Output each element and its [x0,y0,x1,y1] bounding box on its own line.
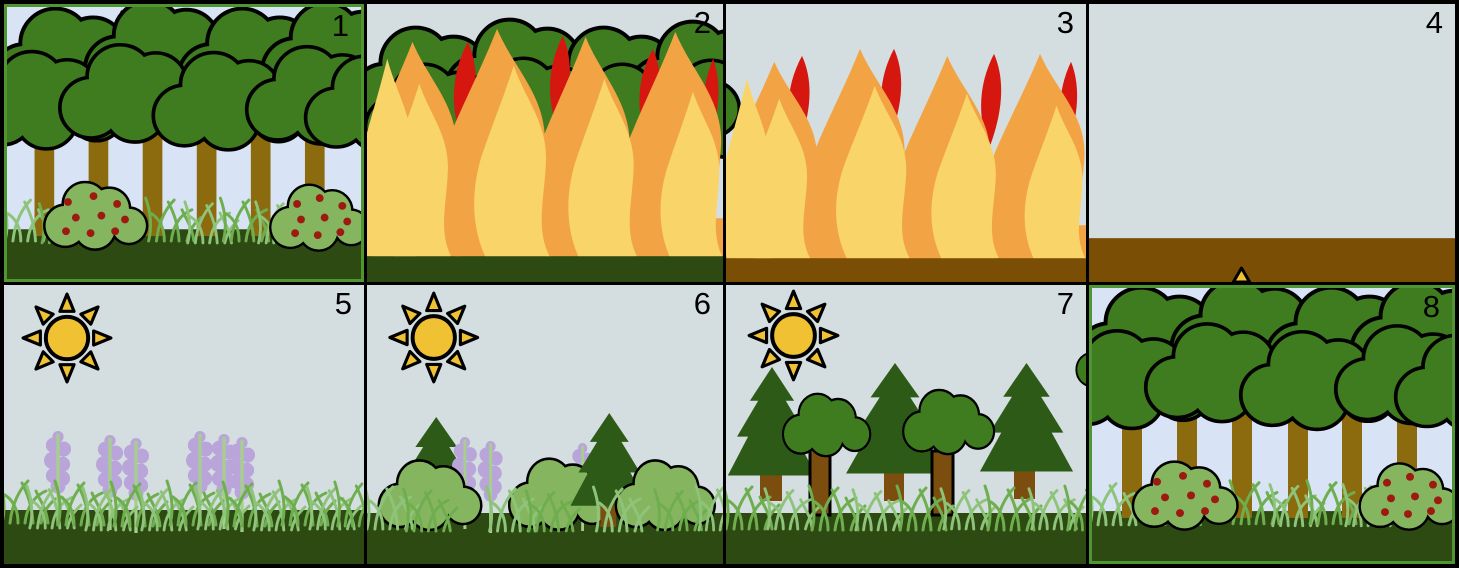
panel-5-pioneer-plants: 5 [4,285,364,564]
sun-icon [747,289,840,382]
berry-bush [271,186,361,250]
ground [726,513,1086,564]
panel-7-scene [726,289,1086,564]
panel-number: 1 [331,8,349,43]
panel-6-scene [367,291,723,564]
panel-6-shrubs: 6 [367,285,723,564]
sunray-tip [1231,266,1252,282]
tree-canopy [1092,288,1452,429]
panel-1-scene [7,7,361,279]
panel-number: 2 [693,5,711,40]
tree-canopy-edge [1075,333,1086,390]
panel-5-scene [4,292,364,564]
berry-bush [46,183,146,248]
tree-canopy [7,7,361,149]
panel-4-scene [1089,238,1455,282]
berry-bush [1134,463,1236,528]
berry-bush [1361,465,1452,529]
sun-icon [21,292,113,384]
panel-number: 8 [1422,289,1440,324]
panel-1-mature-forest: 1 [4,4,364,282]
berries [291,194,352,240]
panel-4-bare-soil: 4 [1089,4,1455,282]
panel-7-young-forest: 7 [726,285,1086,564]
bare-soil [1089,238,1455,282]
panel-number: 3 [1056,5,1074,40]
panel-8-scene [1092,288,1452,561]
panel-2-forest-burning: 2 [367,4,723,282]
panel-3-scene [726,4,1086,282]
berries [1151,471,1219,517]
flames [367,28,723,257]
panel-2-scene [367,4,723,282]
panel-number: 4 [1425,5,1443,40]
panel-number: 6 [693,286,711,321]
flames [726,48,1086,259]
panel-number: 7 [1056,286,1074,321]
berries [1381,472,1442,518]
panel-3-fire-bare-ground: 3 [726,4,1086,282]
panel-number: 5 [334,286,352,321]
berries [62,192,129,238]
deciduous-tree [784,395,869,517]
panel-8-mature-forest: 8 [1089,285,1455,564]
sun-icon [387,291,480,384]
